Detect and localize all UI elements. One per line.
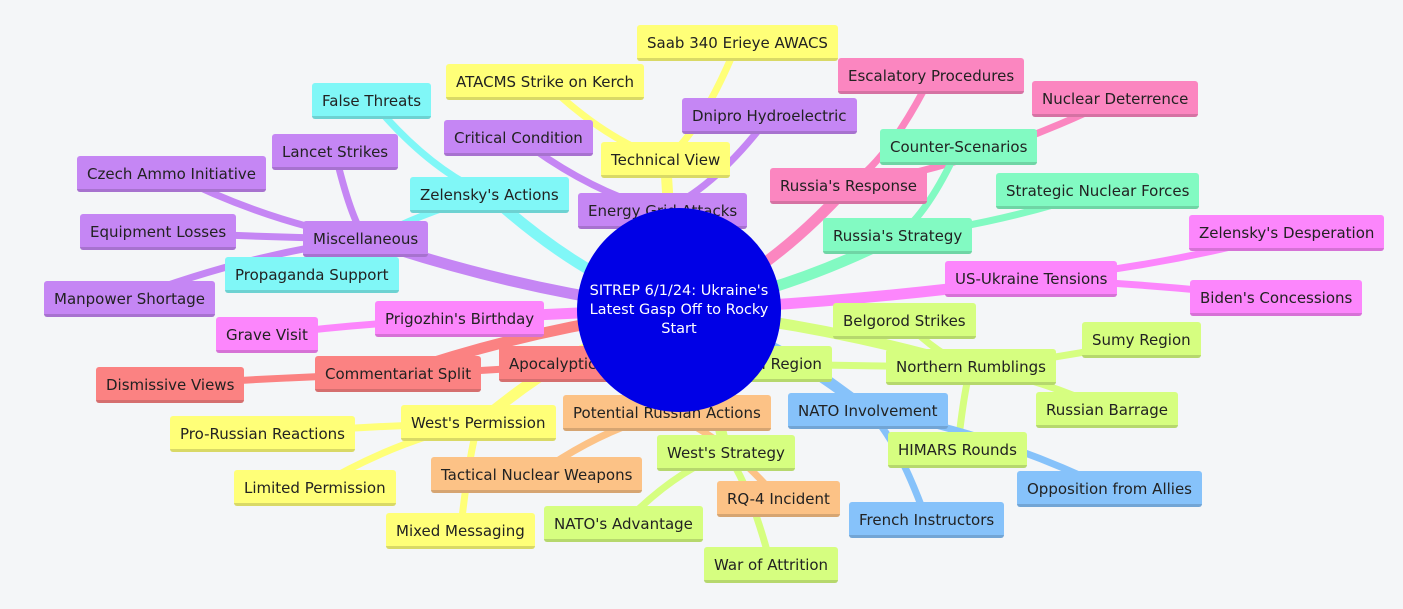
leaf-label-pro-russian: Pro-Russian Reactions (180, 425, 345, 443)
branch-node-prigozhin[interactable]: Prigozhin's Birthday (375, 301, 545, 337)
leaf-node-dismissive[interactable]: Dismissive Views (96, 367, 245, 403)
leaf-node-czech[interactable]: Czech Ammo Initiative (77, 156, 267, 192)
branch-label-nato: NATO Involvement (798, 402, 938, 420)
branch-node-commentariat[interactable]: Commentariat Split (315, 356, 482, 392)
leaf-node-dnipro[interactable]: Dnipro Hydroelectric (682, 98, 857, 134)
leaf-node-french[interactable]: French Instructors (849, 502, 1005, 538)
leaf-node-equip[interactable]: Equipment Losses (80, 214, 237, 250)
leaf-node-mixed[interactable]: Mixed Messaging (386, 513, 535, 549)
branch-label-northern: Northern Rumblings (896, 358, 1046, 376)
leaf-label-grave: Grave Visit (226, 326, 308, 344)
leaf-label-himars: HIMARS Rounds (898, 441, 1017, 459)
leaf-label-deterrence: Nuclear Deterrence (1042, 90, 1189, 108)
leaf-label-belgorod: Belgorod Strikes (843, 312, 966, 330)
branch-label-prigozhin: Prigozhin's Birthday (385, 310, 535, 328)
leaf-label-limited: Limited Permission (244, 479, 386, 497)
leaf-node-attrition[interactable]: War of Attrition (704, 547, 839, 583)
leaf-node-rq4[interactable]: RQ-4 Incident (717, 481, 840, 517)
leaf-node-snf[interactable]: Strategic Nuclear Forces (996, 173, 1200, 209)
branch-node-nato[interactable]: NATO Involvement (788, 393, 948, 429)
branch-node-us-ukraine[interactable]: US-Ukraine Tensions (945, 261, 1118, 297)
leaf-label-attrition: War of Attrition (714, 556, 829, 574)
branch-node-zelensky-actions[interactable]: Zelensky's Actions (410, 177, 569, 213)
leaf-label-atacms: ATACMS Strike on Kerch (456, 73, 635, 91)
leaf-node-lancet[interactable]: Lancet Strikes (272, 134, 399, 170)
leaf-label-snf: Strategic Nuclear Forces (1006, 182, 1190, 200)
leaf-label-saab: Saab 340 Erieye AWACS (647, 34, 828, 52)
branch-node-russia-strategy[interactable]: Russia's Strategy (823, 218, 973, 254)
leaf-label-escalatory: Escalatory Procedures (848, 67, 1015, 85)
leaf-node-escalatory[interactable]: Escalatory Procedures (838, 58, 1025, 94)
branch-label-west-permission: West's Permission (411, 414, 546, 432)
leaf-label-biden: Biden's Concessions (1200, 289, 1353, 307)
leaf-label-tactical: Tactical Nuclear Weapons (441, 466, 633, 484)
leaf-label-barrage: Russian Barrage (1046, 401, 1169, 419)
branch-label-misc: Miscellaneous (313, 230, 419, 248)
leaf-node-counter[interactable]: Counter-Scenarios (880, 129, 1038, 165)
leaf-label-critical: Critical Condition (454, 129, 583, 147)
leaf-label-propaganda: Propaganda Support (235, 266, 389, 284)
leaf-label-false-threats: False Threats (322, 92, 422, 110)
leaf-node-deterrence[interactable]: Nuclear Deterrence (1032, 81, 1199, 117)
branch-node-wests-strategy[interactable]: West's Strategy (657, 435, 795, 471)
leaf-node-pro-russian[interactable]: Pro-Russian Reactions (170, 416, 355, 452)
leaf-label-sumy: Sumy Region (1092, 331, 1191, 349)
leaf-node-grave[interactable]: Grave Visit (216, 317, 318, 353)
branch-label-zelensky-actions: Zelensky's Actions (420, 186, 559, 204)
leaf-node-manpower[interactable]: Manpower Shortage (44, 281, 215, 317)
leaf-label-opposition: Opposition from Allies (1027, 480, 1192, 498)
branch-node-russia-response[interactable]: Russia's Response (770, 168, 927, 204)
leaf-node-sumy[interactable]: Sumy Region (1082, 322, 1201, 358)
root-label: SITREP 6/1/24: Ukraine's Latest Gasp Off… (589, 282, 769, 337)
leaf-label-french: French Instructors (859, 511, 995, 529)
leaf-label-czech: Czech Ammo Initiative (87, 165, 257, 183)
leaf-node-belgorod[interactable]: Belgorod Strikes (833, 303, 976, 339)
leaf-node-barrage[interactable]: Russian Barrage (1036, 392, 1179, 428)
branch-label-technical: Technical View (611, 151, 721, 169)
leaf-node-biden[interactable]: Biden's Concessions (1190, 280, 1363, 316)
leaf-node-himars[interactable]: HIMARS Rounds (888, 432, 1027, 468)
branch-label-russia-response: Russia's Response (780, 177, 917, 195)
branch-label-commentariat: Commentariat Split (325, 365, 472, 383)
branch-label-russia-strategy: Russia's Strategy (833, 227, 963, 245)
leaf-label-counter: Counter-Scenarios (890, 138, 1028, 156)
leaf-node-atacms[interactable]: ATACMS Strike on Kerch (446, 64, 645, 100)
leaf-label-rq4: RQ-4 Incident (727, 490, 830, 508)
leaf-node-false-threats[interactable]: False Threats (312, 83, 432, 119)
leaf-label-lancet: Lancet Strikes (282, 143, 389, 161)
leaf-node-saab[interactable]: Saab 340 Erieye AWACS (637, 25, 838, 61)
branch-node-northern[interactable]: Northern Rumblings (886, 349, 1056, 385)
leaf-label-dnipro: Dnipro Hydroelectric (692, 107, 847, 125)
leaf-label-equip: Equipment Losses (90, 223, 227, 241)
branch-label-wests-strategy: West's Strategy (667, 444, 785, 462)
leaf-node-limited[interactable]: Limited Permission (234, 470, 396, 506)
branch-node-misc[interactable]: Miscellaneous (303, 221, 429, 257)
leaf-node-desperation[interactable]: Zelensky's Desperation (1189, 215, 1385, 251)
branch-node-west-permission[interactable]: West's Permission (401, 405, 556, 441)
leaf-node-nato-adv[interactable]: NATO's Advantage (544, 506, 703, 542)
leaf-label-dismissive: Dismissive Views (106, 376, 235, 394)
leaf-node-propaganda[interactable]: Propaganda Support (225, 257, 399, 293)
leaf-label-manpower: Manpower Shortage (54, 290, 205, 308)
leaf-label-mixed: Mixed Messaging (396, 522, 525, 540)
branch-node-technical[interactable]: Technical View (601, 142, 731, 178)
branch-label-us-ukraine: US-Ukraine Tensions (955, 270, 1108, 288)
leaf-node-opposition[interactable]: Opposition from Allies (1017, 471, 1202, 507)
leaf-label-desperation: Zelensky's Desperation (1199, 224, 1375, 242)
leaf-label-nato-adv: NATO's Advantage (554, 515, 693, 533)
leaf-node-tactical[interactable]: Tactical Nuclear Weapons (431, 457, 643, 493)
branch-label-potential: Potential Russian Actions (573, 404, 761, 422)
leaf-node-critical[interactable]: Critical Condition (444, 120, 593, 156)
root-node[interactable]: SITREP 6/1/24: Ukraine's Latest Gasp Off… (577, 208, 781, 412)
